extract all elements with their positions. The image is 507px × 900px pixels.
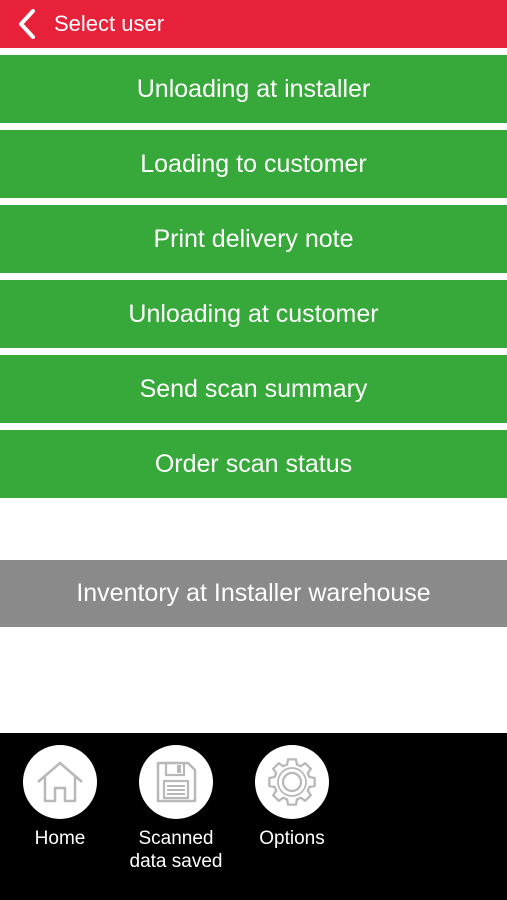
nav-options[interactable]: Options — [232, 745, 352, 850]
header-back[interactable]: Select user — [0, 0, 507, 48]
unloading-at-customer-button[interactable]: Unloading at customer — [0, 280, 507, 348]
nav-scanned-data-saved[interactable]: Scanned data saved — [116, 745, 236, 873]
gear-icon[interactable] — [255, 745, 329, 819]
loading-to-customer-button[interactable]: Loading to customer — [0, 130, 507, 198]
inventory-installer-warehouse-button[interactable]: Inventory at Installer warehouse — [0, 560, 507, 627]
home-icon[interactable] — [23, 745, 97, 819]
page-title: Select user — [54, 11, 165, 36]
print-delivery-note-button[interactable]: Print delivery note — [0, 205, 507, 273]
unloading-at-installer-button[interactable]: Unloading at installer — [0, 55, 507, 123]
order-scan-status-button[interactable]: Order scan status — [0, 430, 507, 498]
bottom-nav-bar: Home Scanned data saved — [0, 733, 507, 900]
nav-options-label: Options — [259, 828, 325, 849]
nav-home-label: Home — [34, 828, 86, 849]
floppy-disk-icon[interactable] — [139, 745, 213, 819]
send-scan-summary-button[interactable]: Send scan summary — [0, 355, 507, 423]
nav-scanned-label: Scanned data saved — [129, 828, 223, 872]
nav-home[interactable]: Home — [0, 745, 120, 850]
action-menu: Unloading at installer Loading to custom… — [0, 55, 507, 505]
chevron-left-icon[interactable] — [18, 8, 40, 40]
